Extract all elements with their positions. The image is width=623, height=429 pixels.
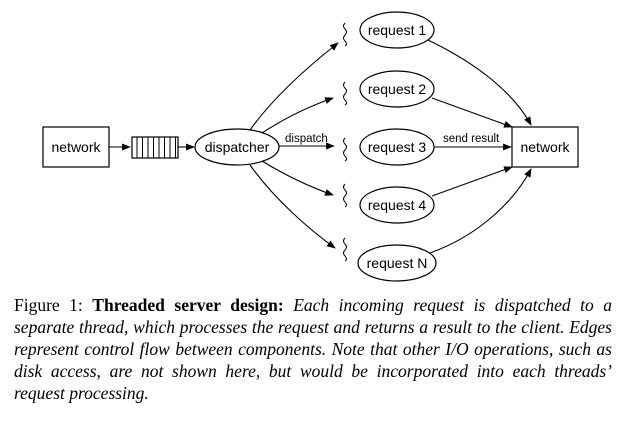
edge-result-4 xyxy=(431,166,513,197)
edge-dispatch-2 xyxy=(261,97,334,134)
threaded-server-diagram: network dispatcher dispatch request 1 re… xyxy=(42,11,579,282)
thread-squiggle-4 xyxy=(343,183,347,208)
send-result-edge-label: send result xyxy=(443,133,500,145)
thread-squiggle-3 xyxy=(343,137,347,162)
request-label-4: request 4 xyxy=(368,197,427,213)
network-in-node: network xyxy=(42,126,110,168)
figure-caption: Figure 1: Threaded server design: Each i… xyxy=(14,294,612,404)
edge-dispatch-4 xyxy=(261,160,334,196)
thread-squiggles xyxy=(343,22,347,262)
caption-lead: Threaded server design: xyxy=(92,295,284,315)
request-label-n: request N xyxy=(367,255,428,271)
request-label-2: request 2 xyxy=(368,81,427,97)
dispatcher-node: dispatcher xyxy=(194,128,280,166)
network-out-node: network xyxy=(511,126,579,168)
network-out-label: network xyxy=(520,139,570,155)
edge-dispatch-n xyxy=(249,164,336,249)
edge-result-1 xyxy=(427,39,532,126)
dispatch-edge-label: dispatch xyxy=(285,133,328,145)
thread-squiggle-1 xyxy=(343,22,347,47)
request-node-n: request N xyxy=(357,244,437,282)
request-node-3: request 3 xyxy=(359,128,435,166)
thread-squiggle-n xyxy=(343,237,347,262)
request-node-2: request 2 xyxy=(359,70,435,108)
request-label-1: request 1 xyxy=(368,22,427,38)
edge-result-2 xyxy=(431,97,513,128)
caption-body: Each incoming request is dispatched to a… xyxy=(14,295,612,403)
request-queue xyxy=(131,136,179,159)
edge-dispatch-1 xyxy=(249,42,339,131)
request-label-3: request 3 xyxy=(368,139,427,155)
request-node-1: request 1 xyxy=(359,11,435,49)
network-in-label: network xyxy=(51,139,101,155)
edge-result-n xyxy=(429,168,532,254)
dispatcher-label: dispatcher xyxy=(205,139,270,155)
thread-squiggle-2 xyxy=(343,81,347,106)
caption-prefix: Figure 1: xyxy=(14,295,93,315)
request-node-4: request 4 xyxy=(359,186,435,224)
